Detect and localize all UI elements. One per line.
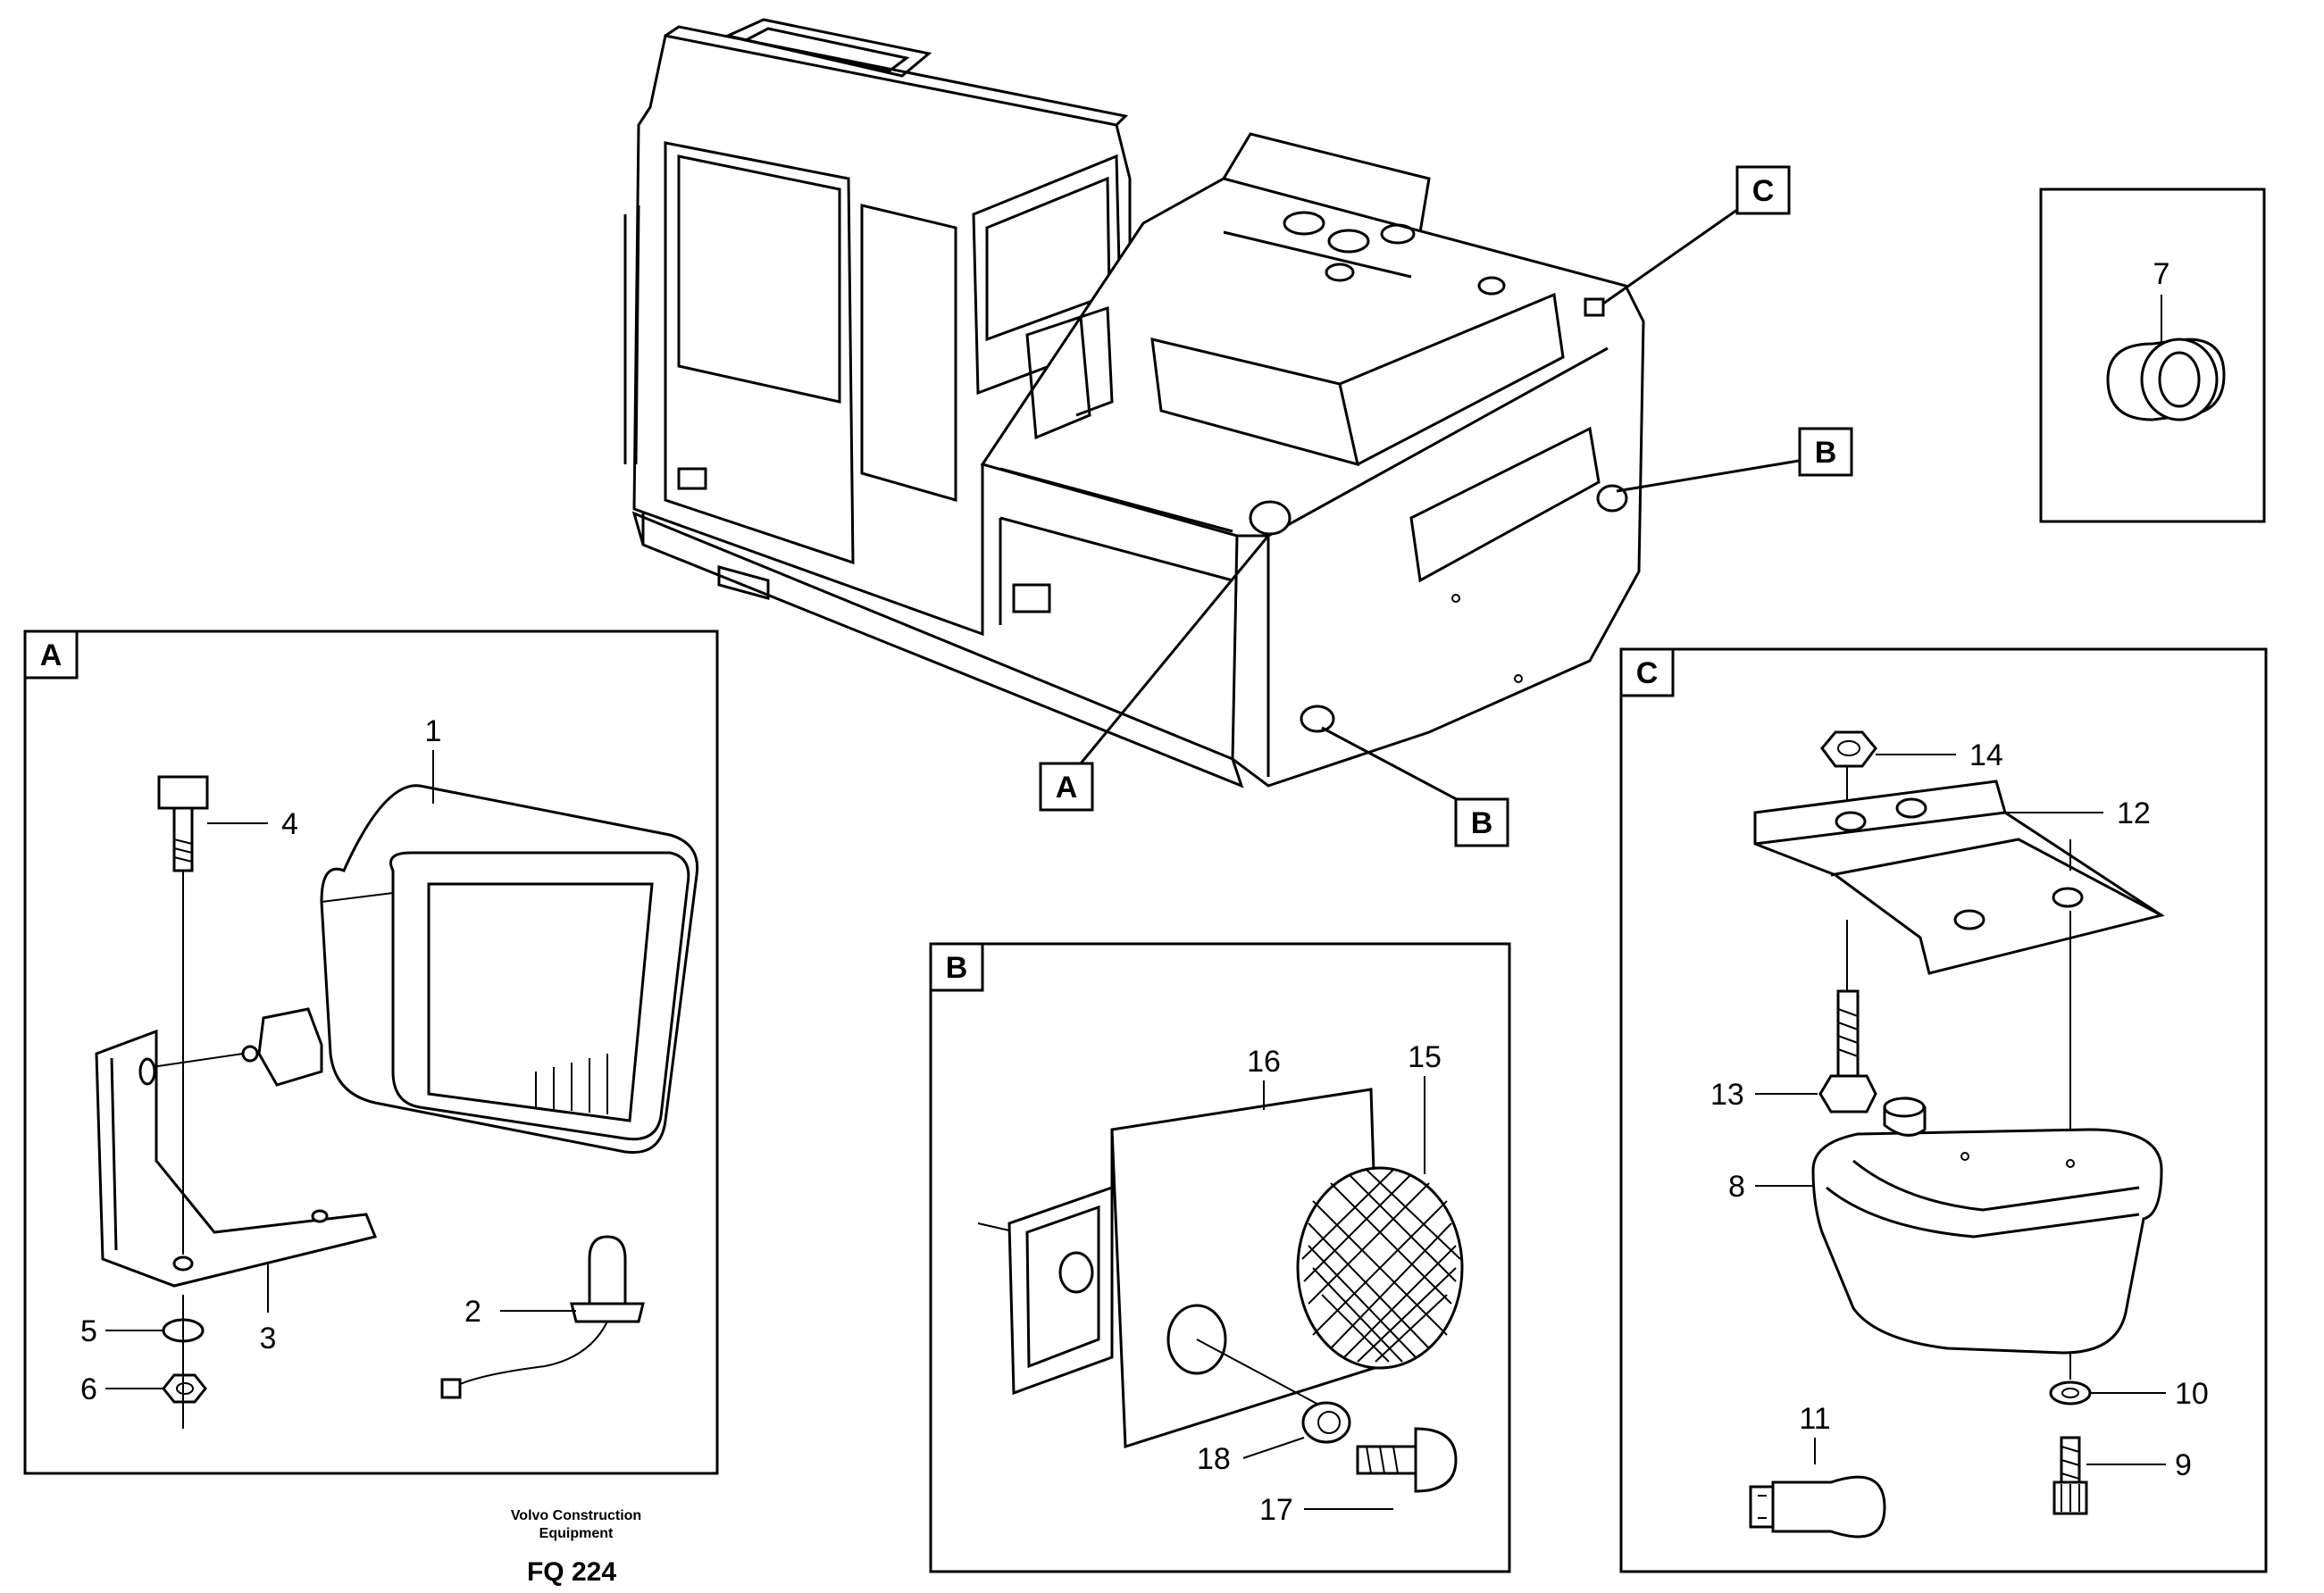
footer-code: FQ 224 (527, 1557, 616, 1587)
callout-2: 2 (464, 1295, 481, 1329)
callout-4: 4 (281, 807, 298, 841)
callout-11: 11 (1799, 1402, 1830, 1436)
callout-13: 13 (1710, 1078, 1744, 1112)
callout-15: 15 (1408, 1040, 1442, 1074)
callout-9: 9 (2175, 1448, 2192, 1482)
detail-c-tag: C (1636, 656, 1659, 690)
detail-b-tag: B (946, 951, 968, 985)
detail-c-box: C (1619, 647, 2268, 1573)
callout-8: 8 (1728, 1170, 1745, 1204)
detail-b-box: B 16 15 18 17 (929, 942, 1511, 1573)
tag-c-overview-label: C (1752, 174, 1775, 208)
callout-14: 14 (1969, 738, 2003, 772)
tag-c-overview: C (1735, 165, 1791, 215)
callout-17: 17 (1259, 1493, 1293, 1527)
footer-company-line1: Volvo Construction (511, 1508, 641, 1523)
callout-6: 6 (80, 1372, 97, 1406)
detail-a-box: A 1 4 (23, 630, 719, 1475)
callout-10: 10 (2175, 1377, 2209, 1411)
callout-18: 18 (1197, 1442, 1231, 1476)
detail-7-box: 7 (2039, 188, 2266, 523)
callout-1: 1 (425, 714, 442, 748)
callout-7: 7 (2153, 257, 2170, 291)
callout-12: 12 (2117, 796, 2151, 830)
tag-b-overview-upper: B (1798, 427, 1853, 477)
callout-5: 5 (80, 1314, 97, 1348)
footer: Volvo Construction Equipment FQ 224 (511, 1508, 641, 1587)
detail-a-tag: A (40, 638, 63, 672)
overview-leaders (1079, 208, 1805, 805)
callout-16: 16 (1247, 1045, 1281, 1079)
tag-a-overview: A (1039, 762, 1094, 812)
callout-3: 3 (260, 1322, 277, 1355)
tag-a-overview-label: A (1056, 771, 1078, 805)
excavator-overview (623, 18, 1645, 788)
tag-b-overview-lower-label: B (1471, 806, 1493, 840)
tag-b-overview-upper-label: B (1815, 436, 1837, 470)
footer-company-line2: Equipment (539, 1526, 614, 1541)
tag-b-overview-lower: B (1454, 797, 1509, 847)
reflector-grid (1301, 1169, 1461, 1363)
